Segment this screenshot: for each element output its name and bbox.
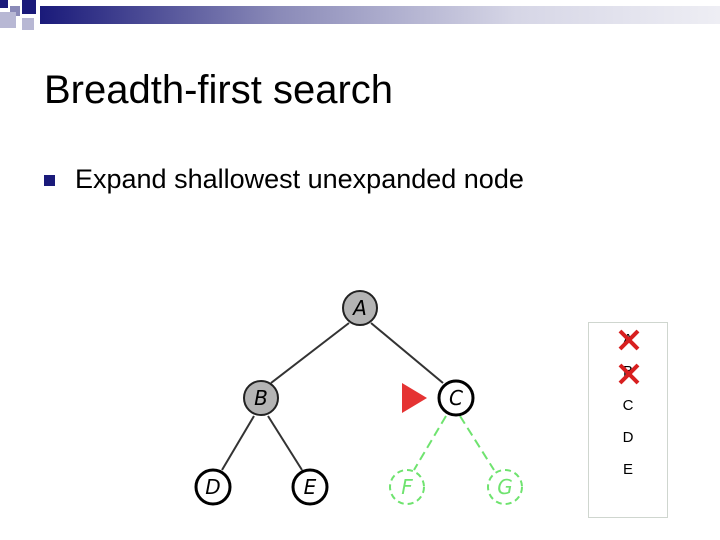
bullet-point: Expand shallowest unexpanded node bbox=[44, 164, 524, 195]
edge-c-f bbox=[413, 415, 447, 471]
tree-node-g: G bbox=[487, 469, 523, 505]
header-decoration bbox=[0, 0, 720, 30]
current-node-pointer-icon bbox=[402, 383, 427, 413]
node-label: B bbox=[254, 386, 268, 410]
queue-item-label: C bbox=[622, 397, 634, 414]
edge-b-d bbox=[221, 415, 255, 471]
tree-node-b: B bbox=[243, 380, 279, 416]
tree-node-d: D bbox=[194, 468, 232, 506]
slide-title: Breadth-first search bbox=[44, 68, 394, 112]
queue-item-c: C bbox=[589, 397, 667, 414]
edge-c-g bbox=[459, 415, 495, 471]
node-label: F bbox=[401, 475, 413, 499]
queue-item-label: E bbox=[622, 461, 633, 478]
queue-item-d: D bbox=[589, 429, 667, 446]
node-label: D bbox=[205, 475, 220, 499]
tree-node-f: F bbox=[389, 469, 425, 505]
tree-node-e: E bbox=[291, 468, 329, 506]
removed-cross-icon bbox=[618, 363, 640, 385]
tree-node-c: C bbox=[437, 379, 475, 417]
removed-cross-icon bbox=[618, 329, 640, 351]
queue-item-label: D bbox=[622, 429, 634, 446]
node-label: E bbox=[304, 475, 317, 499]
bullet-text: Expand shallowest unexpanded node bbox=[75, 164, 524, 194]
edge-a-b bbox=[270, 322, 350, 384]
edge-a-c bbox=[370, 322, 444, 384]
queue-item-e: E bbox=[589, 461, 667, 478]
node-label: A bbox=[351, 296, 367, 320]
node-label: G bbox=[497, 475, 513, 499]
fringe-queue: A B C D E bbox=[588, 322, 668, 518]
tree-node-a: A bbox=[342, 290, 378, 326]
node-label: C bbox=[449, 386, 463, 410]
edge-b-e bbox=[267, 415, 303, 471]
bullet-square-icon bbox=[44, 175, 55, 186]
